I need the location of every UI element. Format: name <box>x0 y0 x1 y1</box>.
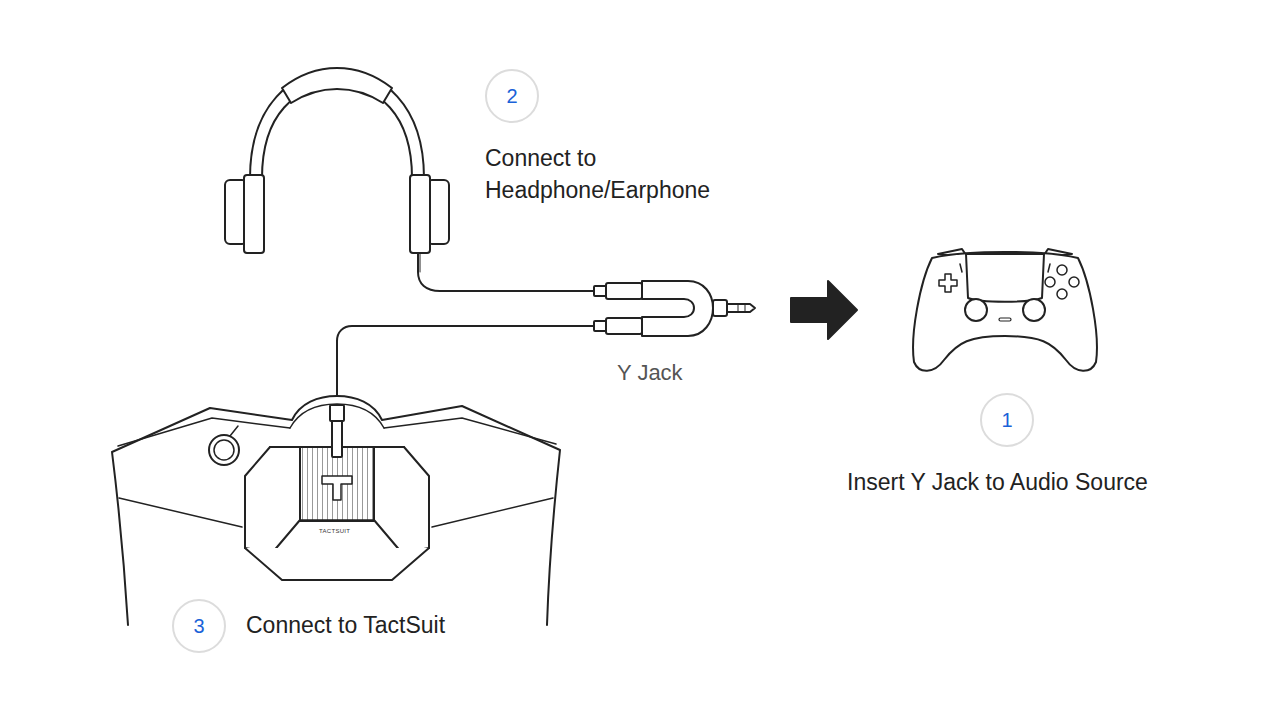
tactsuit-vest-drawing-part <box>112 396 560 625</box>
callout-circle: 2 <box>485 69 539 123</box>
y-jack-drawing-part <box>594 286 606 296</box>
y-jack-drawing-part <box>745 304 746 312</box>
game-controller-drawing-part <box>1069 277 1079 287</box>
tactsuit-vest-drawing-part <box>119 498 242 527</box>
tactsuit-vest-drawing-part <box>330 405 344 421</box>
tactsuit-vest-drawing-part <box>322 476 352 500</box>
tactsuit-vest-drawing-part <box>214 440 234 460</box>
callout-circle: 1 <box>980 393 1034 447</box>
headphone-drawing-part <box>282 68 392 103</box>
y-jack-drawing-part <box>606 318 642 334</box>
tactsuit-cable-part <box>337 326 594 405</box>
headphone-drawing <box>225 68 449 253</box>
insert-arrow-part <box>791 281 857 339</box>
game-controller-drawing-part <box>966 254 1044 302</box>
game-controller-drawing-part <box>1023 299 1045 321</box>
game-controller-drawing-part <box>999 318 1011 321</box>
tactsuit-vest-drawing-part <box>209 435 239 465</box>
game-controller-drawing-part <box>965 299 987 321</box>
game-controller-drawing-part <box>1045 277 1055 287</box>
y-jack-drawing-part <box>594 321 606 331</box>
headphone-drawing-part <box>410 175 430 253</box>
callout-circle: 3 <box>172 599 226 653</box>
step-caption: Insert Y Jack to Audio Source <box>847 466 1148 498</box>
game-controller-drawing-part <box>1057 265 1067 275</box>
y-jack-drawing-part <box>606 283 642 299</box>
tactsuit-vest-drawing-part <box>230 426 238 436</box>
tactsuit-vest-drawing-part <box>332 421 342 457</box>
game-controller-drawing-part <box>1048 264 1050 272</box>
game-controller-drawing-part <box>1057 289 1067 299</box>
game-controller-drawing-part <box>939 274 957 292</box>
step-caption: Connect to TactSuit <box>246 609 445 641</box>
tactsuit-cable <box>337 326 594 405</box>
insert-arrow <box>791 281 857 339</box>
tactsuit-vest-drawing-part <box>300 519 374 521</box>
tactsuit-vest-drawing-part <box>245 447 300 553</box>
part-name: Y Jack <box>617 357 683 389</box>
step-caption: Connect to Headphone/Earphone <box>485 142 755 206</box>
tactsuit-vest-drawing-part <box>118 418 290 446</box>
y-jack-drawing-part <box>727 304 755 312</box>
headphone-cable-part <box>418 253 594 291</box>
tactsuit-vest-drawing-part <box>374 447 429 553</box>
tactsuit-vest-drawing-part <box>432 498 553 527</box>
y-jack-drawing-part <box>713 300 727 316</box>
game-controller-drawing-part <box>960 264 962 272</box>
headphone-cable <box>418 253 594 291</box>
y-jack-drawing <box>594 281 755 336</box>
callout-number: 2 <box>506 86 517 106</box>
callout-number: 1 <box>1001 410 1012 430</box>
game-controller-drawing-part <box>913 252 1097 371</box>
game-controller-drawing <box>913 249 1097 371</box>
headphone-drawing-part <box>262 85 412 178</box>
tactsuit-vest-drawing <box>112 396 560 625</box>
logo-text: TACTSUIT <box>318 528 351 535</box>
y-jack-drawing-part <box>642 281 713 336</box>
tactsuit-vest-drawing-part <box>384 418 556 444</box>
callout-number: 3 <box>193 616 204 636</box>
headphone-drawing-part <box>244 175 264 253</box>
y-jack-drawing-part <box>738 304 739 312</box>
tactsuit-vest-drawing-part <box>245 548 429 580</box>
headphone-cable-part <box>420 253 421 272</box>
